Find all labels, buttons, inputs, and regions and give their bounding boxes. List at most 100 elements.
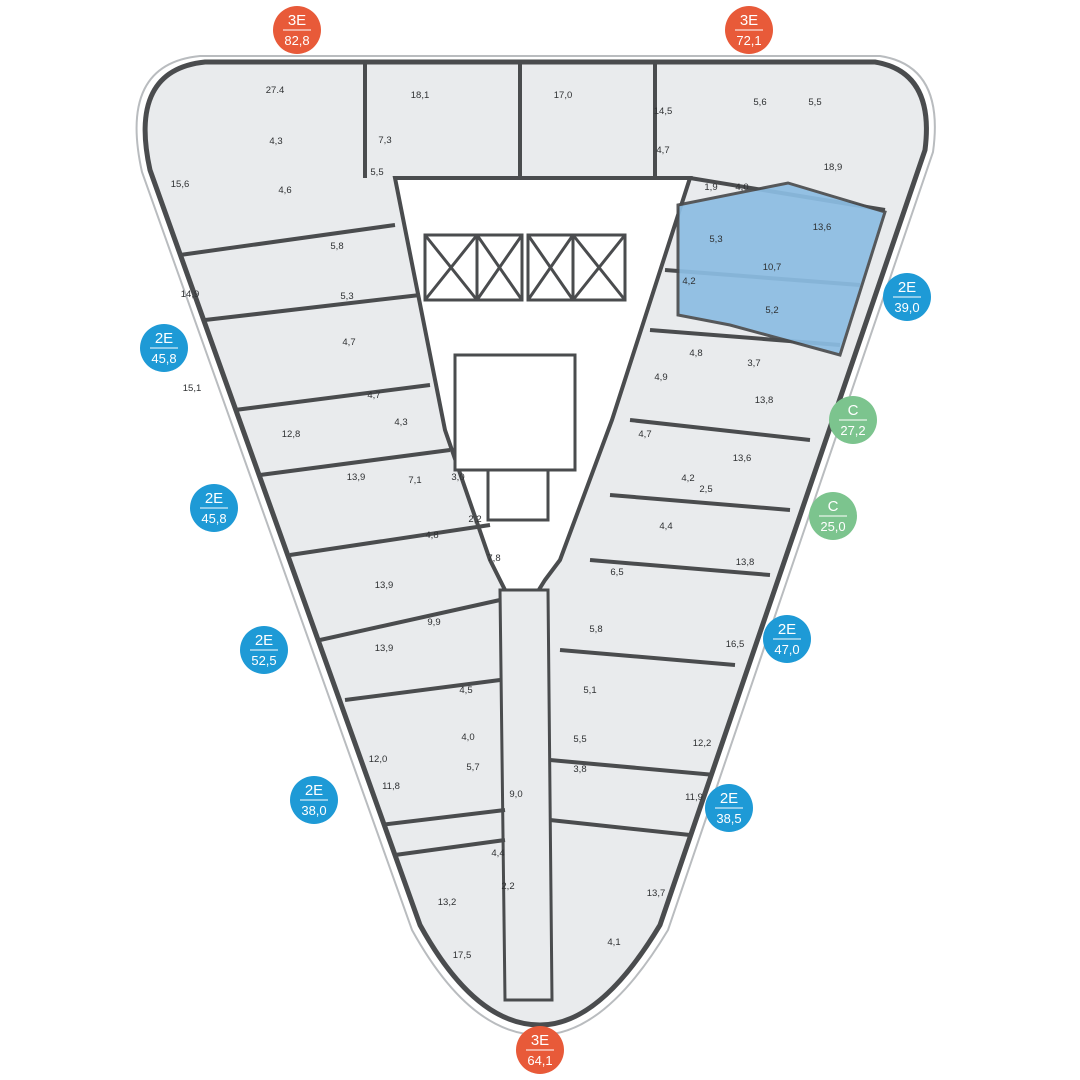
room-area-label: 2,2 [501, 881, 514, 892]
room-area-label: 2,5 [699, 484, 712, 495]
room-area-label: 11,9 [685, 792, 703, 803]
apartment-badge[interactable]: 2E 45,8 [190, 484, 238, 532]
room-area-label: 4,3 [394, 417, 407, 428]
room-area-label: 4,7 [342, 337, 355, 348]
apartment-badge[interactable]: 2E 45,8 [140, 324, 188, 372]
room-area-label: 5,5 [370, 167, 383, 178]
room-area-label: 10,7 [763, 262, 782, 273]
badge-type: C [828, 498, 839, 515]
room-area-label: 7,8 [487, 553, 500, 564]
room-area-label: 5,5 [808, 97, 821, 108]
badge-area: 27,2 [840, 423, 865, 438]
badge-type: 2E [155, 330, 173, 347]
room-area-label: 5,8 [589, 624, 602, 635]
badge-area: 38,5 [716, 811, 741, 826]
room-area-label: 14,5 [654, 106, 673, 117]
room-area-label: 14,9 [181, 289, 200, 300]
room-area-label: 5,2 [765, 305, 778, 316]
room-area-label: 5,3 [709, 234, 722, 245]
apartment-badge[interactable]: 2E 39,0 [883, 273, 931, 321]
badge-area: 39,0 [894, 300, 919, 315]
room-area-label: 4,0 [461, 732, 474, 743]
room-area-label: 4,4 [491, 848, 504, 859]
room-area-label: 7,1 [408, 475, 421, 486]
badge-area: 25,0 [820, 519, 845, 534]
room-area-label: 7,3 [378, 135, 391, 146]
apartment-badge[interactable]: C 25,0 [809, 492, 857, 540]
room-area-label: 4,8 [425, 530, 438, 541]
room-area-label: 18,9 [824, 162, 843, 173]
room-area-label: 4,2 [681, 473, 694, 484]
apartment-badge[interactable]: C 27,2 [829, 396, 877, 444]
room-area-label: 4,7 [638, 429, 651, 440]
badge-area: 45,8 [201, 511, 226, 526]
room-area-label: 4,9 [654, 372, 667, 383]
room-area-label: 11,8 [382, 781, 400, 792]
apartment-badges: 3E82,83E72,12E39,0C27,2C25,02E47,02E38,5… [140, 6, 931, 1074]
room-area-label: 12,0 [369, 754, 388, 765]
badge-area: 47,0 [774, 642, 799, 657]
room-area-label: 5,7 [466, 762, 479, 773]
badge-area: 38,0 [301, 803, 326, 818]
apartment-badge[interactable]: 2E 47,0 [763, 615, 811, 663]
apartment-badge[interactable]: 2E 38,5 [705, 784, 753, 832]
badge-type: 3E [288, 12, 306, 29]
room-area-label: 4,5 [459, 685, 472, 696]
room-area-label: 9,9 [427, 617, 440, 628]
room-area-label: 4,3 [269, 136, 282, 147]
room-area-label: 3,0 [451, 472, 464, 483]
room-area-label: 13,9 [347, 472, 366, 483]
room-area-label: 5,1 [583, 685, 596, 696]
room-area-label: 12,2 [693, 738, 712, 749]
apartment-badge[interactable]: 2E 38,0 [290, 776, 338, 824]
room-area-label: 13,7 [647, 888, 666, 899]
badge-area: 64,1 [527, 1053, 552, 1068]
room-area-label: 5,8 [330, 241, 343, 252]
elevator-block [423, 233, 627, 302]
room-area-label: 27.4 [266, 85, 285, 96]
room-area-label: 4,1 [607, 937, 620, 948]
room-area-label: 13,8 [736, 557, 755, 568]
room-area-label: 4,4 [659, 521, 672, 532]
badge-area: 45,8 [151, 351, 176, 366]
room-area-label: 15,1 [183, 383, 202, 394]
room-area-label: 13,9 [375, 643, 394, 654]
apartment-badge[interactable]: 3E 64,1 [516, 1026, 564, 1074]
south-corridor [498, 588, 554, 1002]
room-area-label: 1,9 [704, 182, 717, 193]
badge-type: 2E [720, 790, 738, 807]
room-area-label: 4,8 [689, 348, 702, 359]
room-area-label: 5,3 [340, 291, 353, 302]
room-area-label: 9,0 [509, 789, 522, 800]
selected-apartment[interactable] [676, 181, 887, 357]
badge-type: C [848, 402, 859, 419]
badge-type: 2E [778, 621, 796, 638]
room-area-label: 17,0 [554, 90, 573, 101]
room-area-label: 16,5 [726, 639, 745, 650]
room-area-label: 13,6 [733, 453, 752, 464]
room-area-label: 12,8 [282, 429, 301, 440]
room-area-label: 13,9 [375, 580, 394, 591]
room-area-label: 3,7 [747, 358, 760, 369]
room-area-label: 18,1 [411, 90, 430, 101]
room-area-label: 4,7 [656, 145, 669, 156]
badge-type: 2E [205, 490, 223, 507]
room-area-label: 13,6 [813, 222, 832, 233]
core-group [179, 62, 886, 1002]
room-area-label: 4,6 [278, 185, 291, 196]
room-area-label: 5,5 [573, 734, 586, 745]
badge-type: 3E [531, 1032, 549, 1049]
badge-area: 72,1 [736, 33, 761, 48]
badge-type: 2E [898, 279, 916, 296]
room-area-label: 4,7 [367, 390, 380, 401]
room-area-label: 3,8 [573, 764, 586, 775]
room-area-label: 4,2 [682, 276, 695, 287]
badge-area: 52,5 [251, 653, 276, 668]
room-area-label: 4,0 [735, 182, 748, 193]
badge-type: 2E [305, 782, 323, 799]
